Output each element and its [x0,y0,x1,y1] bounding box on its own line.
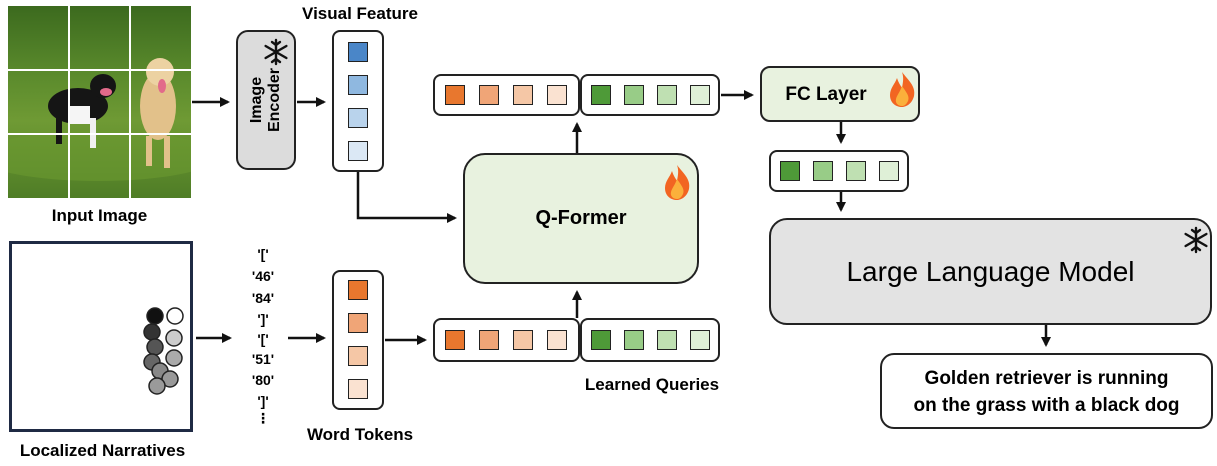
visual-feature-token [348,75,368,95]
query-token [690,85,710,105]
output-line-2: on the grass with a black dog [913,395,1180,416]
visual-feature-stack [332,30,384,172]
learned-query-tokens [580,318,720,362]
word-token [445,330,465,350]
coordinate-token: '80' [251,372,275,388]
localized-narratives-box [9,241,193,432]
coordinate-token: ']' [257,311,269,327]
fc-layer: FC Layer [760,66,920,122]
large-language-model: Large Language Model [769,218,1212,325]
word-tokens-label: Word Tokens [306,425,414,444]
fc-output-tokens [769,150,909,192]
fc-layer-label: FC Layer [785,84,867,105]
patch-grid [8,6,191,198]
word-token [547,85,567,105]
llm-label: Large Language Model [846,256,1135,287]
visual-feature-label: Visual Feature [302,4,418,23]
q-former-label: Q-Former [535,207,627,229]
word-token [348,379,368,399]
output-caption: Golden retriever is running on the grass… [880,353,1213,429]
coordinate-token: ⋮ [256,410,270,426]
localized-narratives-label: Localized Narratives [19,441,186,460]
visual-feature-token [348,108,368,128]
input-image [8,6,191,198]
query-token [780,161,800,181]
q-former: Q-Former [463,153,699,284]
query-token [591,330,611,350]
word-token [348,280,368,300]
coordinate-token: '46' [251,268,275,284]
query-token [690,330,710,350]
query-token [624,85,644,105]
word-token [348,313,368,333]
word-token [479,85,499,105]
coordinate-token: '[' [257,246,269,262]
qformer-output-query-tokens [580,74,720,116]
query-token [591,85,611,105]
input-image-label: Input Image [51,206,148,225]
word-token-stack [332,270,384,410]
query-token [657,330,677,350]
query-token [813,161,833,181]
coordinate-token: '84' [251,290,275,306]
query-token [624,330,644,350]
fire-icon [665,165,690,200]
word-token [547,330,567,350]
word-token [513,85,533,105]
query-token [657,85,677,105]
output-line-1: Golden retriever is running [924,368,1169,389]
word-token [348,346,368,366]
qformer-output-word-tokens [433,74,580,116]
query-token [846,161,866,181]
word-token [513,330,533,350]
word-token [445,85,465,105]
visual-feature-token [348,141,368,161]
query-token [879,161,899,181]
snowflake-icon [1184,226,1208,254]
word-token [479,330,499,350]
input-word-tokens [433,318,580,362]
visual-feature-token [348,42,368,62]
dog-photo-illustration [8,58,191,181]
coordinate-token: '51' [251,351,275,367]
fire-icon [890,72,915,107]
snowflake-icon [264,38,288,66]
trace-points [143,307,184,395]
learned-queries-label: Learned Queries [584,375,720,394]
coordinate-token: ']' [257,393,269,409]
coordinate-token: '[' [257,331,269,347]
